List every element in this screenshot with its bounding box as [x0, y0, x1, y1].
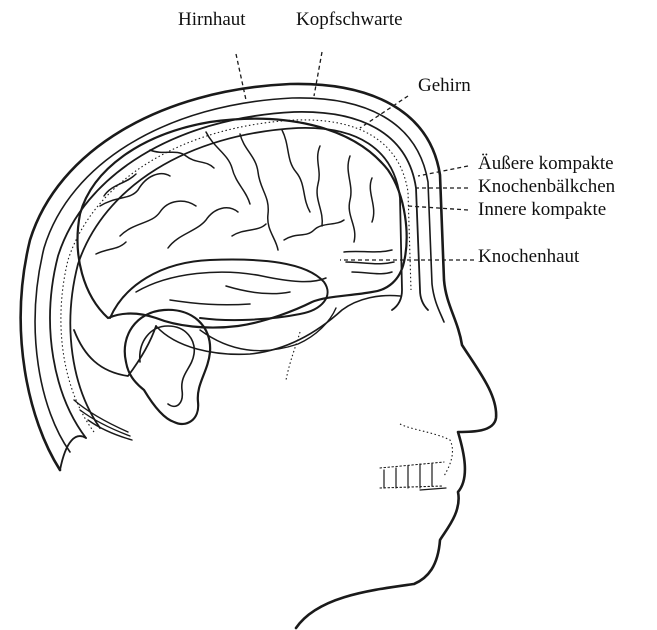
- scalp-inner-line: [35, 98, 444, 452]
- label-innere-kompakte: Innere kompakte: [478, 200, 606, 219]
- skull-inner-compact: [70, 128, 402, 428]
- label-aeussere-kompakte: Äußere kompakte: [478, 154, 614, 173]
- label-knochenhaut: Knochenhaut: [478, 247, 579, 266]
- scalp-outline: [21, 84, 496, 628]
- label-knochenbaelkchen: Knochenbälkchen: [478, 177, 615, 196]
- cerebellum: [74, 326, 156, 376]
- nasal-cavity-dotted: [286, 332, 300, 380]
- ear-inner: [140, 326, 194, 406]
- label-hirnhaut: Hirnhaut: [178, 10, 246, 29]
- temporal-lobe: [110, 260, 328, 321]
- brain-outline: [78, 119, 407, 328]
- skull-trabecular-bone: [61, 120, 411, 432]
- skull-base: [156, 296, 400, 355]
- brainstem-lines: [200, 308, 336, 351]
- label-gehirn: Gehirn: [418, 76, 471, 95]
- lateral-fissure: [136, 272, 326, 292]
- teeth: [380, 462, 446, 490]
- leader-kopfschwarte: [314, 52, 322, 96]
- leader-hirnhaut: [236, 54, 246, 100]
- label-kopfschwarte: Kopfschwarte: [296, 10, 403, 29]
